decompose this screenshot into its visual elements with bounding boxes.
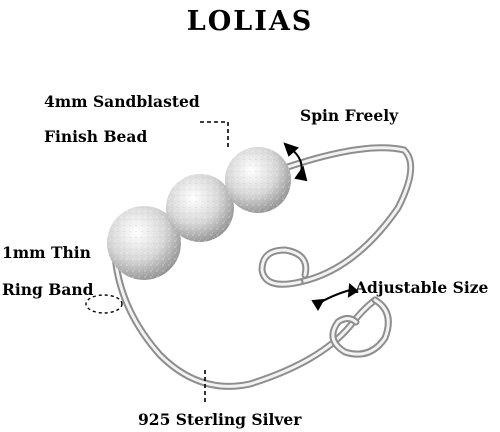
brand-logo: LOLIAS bbox=[186, 6, 314, 37]
beads bbox=[107, 147, 291, 280]
thin-band-pointer bbox=[85, 294, 123, 314]
spin-label: Spin Freely bbox=[300, 106, 399, 125]
adjustable-label: Adjustable Size bbox=[355, 278, 489, 297]
silver-label: 925 Sterling Silver bbox=[138, 410, 302, 429]
bead-label-line2: Finish Bead bbox=[44, 127, 148, 146]
spin-arrow-icon bbox=[283, 142, 308, 182]
adjust-arrow-icon bbox=[311, 282, 359, 311]
bead-label-line1: 4mm Sandblasted bbox=[44, 92, 200, 111]
thin-band-label-line1: 1mm Thin bbox=[2, 243, 91, 262]
bead-pointer bbox=[200, 121, 229, 150]
thin-band-label-line2: Ring Band bbox=[2, 280, 94, 299]
